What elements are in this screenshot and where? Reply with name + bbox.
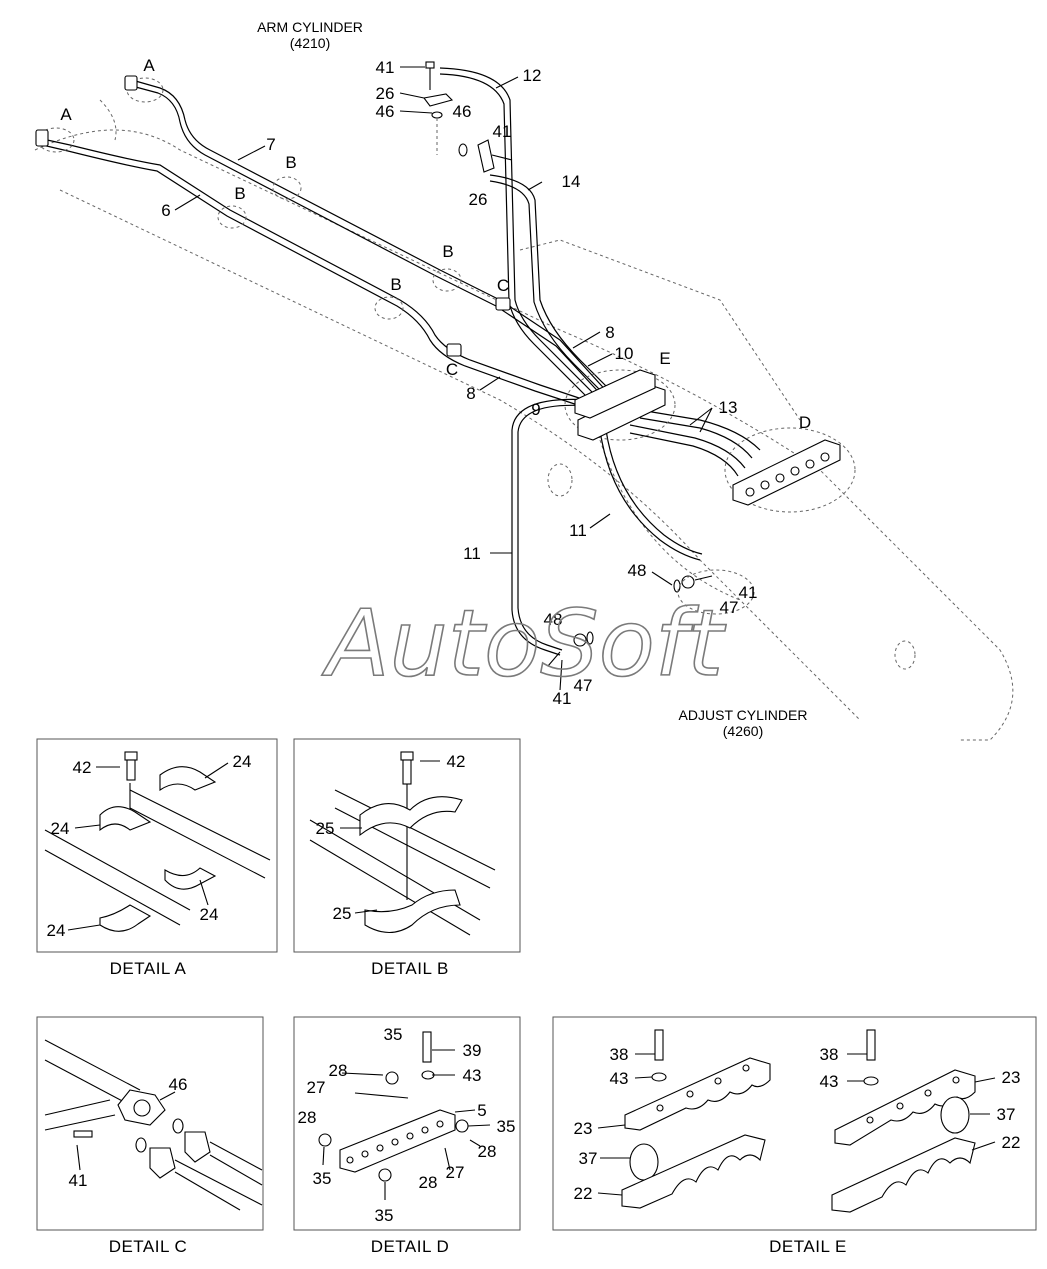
label-46-right: 46 (453, 102, 472, 121)
pipe-7 (131, 79, 611, 400)
adjust-cylinder-code: (4260) (723, 723, 763, 739)
block-e (564, 369, 676, 441)
top-fittings (423, 61, 755, 667)
main-part-labels: A A B B B B C C D E 41 26 46 46 12 41 14… (60, 56, 811, 708)
detail-e-label-37-right: 37 (997, 1105, 1016, 1124)
label-d: D (799, 413, 811, 432)
detail-e: 38 43 23 37 22 38 43 23 37 22 DETAIL E (552, 1016, 1037, 1256)
label-10: 10 (615, 344, 634, 363)
detail-d-label-35-top: 35 (384, 1025, 403, 1044)
detail-a-label-24-top: 24 (233, 752, 252, 771)
label-41-bottom: 41 (553, 689, 572, 708)
detail-d-label-43: 43 (463, 1066, 482, 1085)
detail-a-label-24-left: 24 (51, 819, 70, 838)
label-41-right: 41 (739, 583, 758, 602)
label-b-3: B (442, 242, 453, 261)
detail-c-label-46: 46 (169, 1075, 188, 1094)
adjust-cylinder-title: ADJUST CYLINDER (679, 707, 808, 723)
detail-b-label-42: 42 (447, 752, 466, 771)
label-9: 9 (531, 400, 540, 419)
detail-c-label-41: 41 (69, 1171, 88, 1190)
detail-b-label-25-bottom: 25 (333, 904, 352, 923)
detail-a-frame (36, 738, 278, 953)
detail-a-label-42: 42 (73, 758, 92, 777)
pipe-6 (37, 137, 601, 412)
detail-c: 46 41 DETAIL C (36, 1016, 264, 1256)
detail-e-caption: DETAIL E (769, 1237, 847, 1256)
detail-e-label-37-left: 37 (579, 1149, 598, 1168)
detail-a-label-24-right: 24 (200, 905, 219, 924)
detail-d-label-28-right: 28 (478, 1142, 497, 1161)
label-a-lower: A (60, 105, 72, 124)
leader-lines (174, 66, 713, 691)
label-c-1: C (497, 276, 509, 295)
label-b-4: B (390, 275, 401, 294)
detail-e-label-38-left: 38 (610, 1045, 629, 1064)
hose-11 (511, 398, 703, 656)
label-47-right: 47 (720, 598, 739, 617)
detail-d-label-39: 39 (463, 1041, 482, 1060)
label-b-2: B (234, 184, 245, 203)
detail-e-label-23-right: 23 (1002, 1068, 1021, 1087)
detail-b: 42 25 25 DETAIL B (293, 738, 521, 978)
hoses-13 (629, 409, 761, 477)
detail-e-label-23-left: 23 (574, 1119, 593, 1138)
watermark-text: AutoSoft (322, 590, 727, 697)
label-e: E (659, 349, 670, 368)
label-b-1: B (285, 153, 296, 172)
label-41-mid: 41 (493, 122, 512, 141)
label-11-left: 11 (463, 544, 481, 563)
label-47-bottom: 47 (574, 676, 593, 695)
label-c-2: C (446, 360, 458, 379)
label-6: 6 (161, 201, 170, 220)
label-12: 12 (523, 66, 542, 85)
label-48-right: 48 (628, 561, 647, 580)
arm-cylinder-title: ARM CYLINDER (257, 19, 363, 35)
detail-d-label-27-bottom: 27 (446, 1163, 465, 1182)
hose-14 (489, 174, 621, 405)
detail-d-label-27-top: 27 (307, 1078, 326, 1097)
label-48-left: 48 (544, 610, 563, 629)
label-26-mid: 26 (469, 190, 488, 209)
detail-b-caption: DETAIL B (371, 959, 449, 978)
detail-d-label-28-bottom: 28 (419, 1173, 438, 1192)
label-26-top: 26 (376, 84, 395, 103)
label-14: 14 (562, 172, 581, 191)
detail-d: 35 39 28 43 27 5 28 35 28 35 27 28 35 DE… (293, 1016, 521, 1256)
detail-d-label-5: 5 (477, 1101, 486, 1120)
label-a-upper: A (143, 56, 155, 75)
detail-e-label-38-right: 38 (820, 1045, 839, 1064)
label-8-upper: 8 (605, 323, 614, 342)
detail-d-label-28-left: 28 (298, 1108, 317, 1127)
detail-d-label-35-bottom: 35 (375, 1206, 394, 1225)
detail-e-label-22-right: 22 (1002, 1133, 1021, 1152)
detail-d-label-28-top: 28 (329, 1061, 348, 1080)
label-11-right: 11 (569, 521, 587, 540)
detail-e-label-43-right: 43 (820, 1072, 839, 1091)
main-assembly: A A B B B B C C D E 41 26 46 46 12 41 14… (35, 56, 856, 708)
label-41-top: 41 (376, 58, 395, 77)
block-d (724, 427, 856, 513)
detail-e-label-22-left: 22 (574, 1184, 593, 1203)
detail-d-label-35-right: 35 (497, 1117, 516, 1136)
detail-a-label-24-bottom: 24 (47, 921, 66, 940)
detail-b-label-25-top: 25 (316, 819, 335, 838)
label-7: 7 (266, 135, 275, 154)
detail-d-caption: DETAIL D (371, 1237, 450, 1256)
label-8-lower: 8 (466, 384, 475, 403)
detail-c-caption: DETAIL C (109, 1237, 188, 1256)
detail-d-label-35-left: 35 (313, 1169, 332, 1188)
label-13: 13 (719, 398, 738, 417)
arm-cylinder-code: (4210) (290, 35, 330, 51)
clamps (35, 75, 511, 357)
detail-e-label-43-left: 43 (610, 1069, 629, 1088)
detail-a-caption: DETAIL A (110, 959, 187, 978)
label-46-left: 46 (376, 102, 395, 121)
hose-12 (439, 67, 601, 405)
detail-a: 42 24 24 24 24 DETAIL A (36, 738, 278, 978)
